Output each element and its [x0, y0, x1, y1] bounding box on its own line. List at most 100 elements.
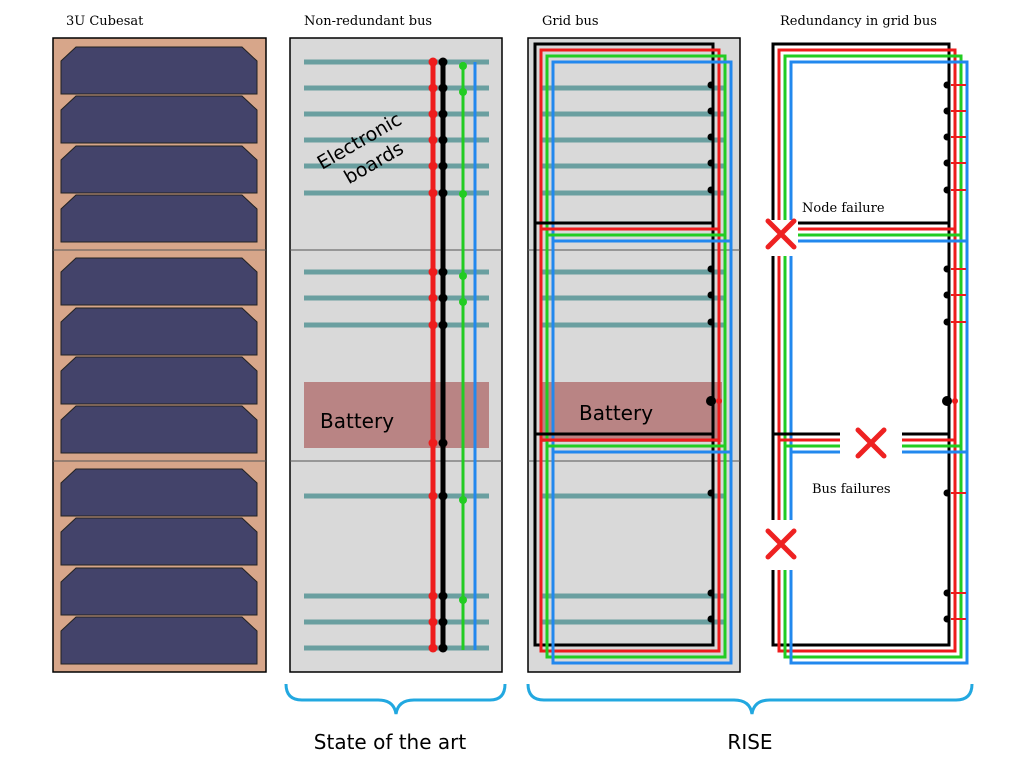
- solar-cell: [60, 468, 258, 517]
- battery-label-grid: Battery: [579, 401, 653, 425]
- redundant-node-dot: [943, 489, 951, 497]
- grid-node-dot: [707, 615, 715, 623]
- node-failure-x-icon: [765, 218, 797, 250]
- bus-connection-dots: [428, 57, 467, 653]
- connection-dot-black: [438, 320, 448, 330]
- title-redundancy-grid-bus: Redundancy in grid bus: [780, 14, 937, 29]
- redundant-node-dot: [943, 265, 951, 273]
- connection-dot-red: [428, 57, 438, 67]
- connection-dot-red: [428, 643, 438, 653]
- grid-loop-blue: [551, 60, 733, 665]
- title-grid-bus: Grid bus: [542, 14, 599, 29]
- solar-cell: [60, 46, 258, 95]
- connection-dot-red: [428, 617, 438, 627]
- redundant-node-dot: [943, 318, 951, 326]
- connection-dot-red: [428, 109, 438, 119]
- connection-dot-black: [438, 293, 448, 303]
- grid-node-dot: [707, 186, 715, 194]
- cubesat-panel: [52, 37, 267, 673]
- bus-failure-x-icon: [855, 427, 887, 459]
- connection-dot-red: [428, 83, 438, 93]
- battery-block-grid: [542, 382, 722, 442]
- connection-dot-black: [438, 188, 448, 198]
- redundant-node-dot: [943, 81, 951, 89]
- redundant-node-dot: [943, 589, 951, 597]
- connection-dot-green: [459, 88, 467, 96]
- solar-cells: [60, 46, 258, 665]
- connection-dot-black: [438, 491, 448, 501]
- connection-dot-green: [459, 496, 467, 504]
- solar-cell: [60, 405, 258, 454]
- electronic-boards: [542, 85, 724, 625]
- connection-dot-black: [438, 135, 448, 145]
- grid-node-dot: [707, 107, 715, 115]
- connection-dot-green: [459, 298, 467, 306]
- grid-node-dot: [707, 489, 715, 497]
- connection-dot-black: [438, 591, 448, 601]
- redundant-connection-dots: [942, 81, 966, 623]
- redundant-loop-red: [777, 48, 957, 653]
- redundant-node-dot: [943, 159, 951, 167]
- bus-failure-x-icon: [765, 528, 797, 560]
- grid-node-dot: [707, 291, 715, 299]
- connection-dot-black: [438, 643, 448, 653]
- solar-cell: [60, 356, 258, 405]
- redundant-node-dot: [943, 291, 951, 299]
- redundant-grid-lines: [768, 42, 969, 665]
- connection-dot-red: [428, 491, 438, 501]
- connection-dot-red: [428, 320, 438, 330]
- connection-dot-black: [438, 83, 448, 93]
- grid-node-dot: [707, 159, 715, 167]
- solar-cell: [60, 145, 258, 194]
- solar-cell: [60, 616, 258, 665]
- redundant-loop-green: [783, 54, 963, 659]
- connection-dot-green: [459, 596, 467, 604]
- redundancy-panel: Node failure Bus failures: [765, 42, 969, 665]
- solar-cell: [60, 517, 258, 566]
- brace-rise: [526, 683, 974, 715]
- grid-node-dot: [707, 265, 715, 273]
- connection-dot-red: [428, 135, 438, 145]
- connection-dot-black: [438, 438, 448, 448]
- grid-bus-panel: Battery: [527, 37, 741, 673]
- grid-node-dot: [707, 318, 715, 326]
- battery-node-dot: [706, 396, 716, 406]
- solar-cell: [60, 567, 258, 616]
- redundant-loop-black: [771, 42, 951, 647]
- connection-dot-black: [438, 267, 448, 277]
- battery-block-left: [304, 382, 489, 448]
- title-non-redundant-bus: Non-redundant bus: [304, 14, 432, 29]
- grid-node-dot: [707, 81, 715, 89]
- connection-dot-red: [428, 293, 438, 303]
- battery-label-left: Battery: [320, 409, 394, 433]
- redundant-battery-dot: [942, 396, 952, 406]
- group-label-rise: RISE: [727, 730, 772, 754]
- connection-dot-red: [428, 591, 438, 601]
- connection-dot-black: [438, 57, 448, 67]
- solar-cell: [60, 194, 258, 243]
- electronic-boards: [304, 59, 489, 651]
- non-redundant-panel: Electronic boards Battery: [289, 37, 503, 673]
- grid-node-dot: [707, 133, 715, 141]
- redundant-node-dot: [943, 133, 951, 141]
- connection-dot-green: [459, 62, 467, 70]
- solar-cell: [60, 95, 258, 144]
- redundant-node-dot: [943, 186, 951, 194]
- connection-dot-red: [428, 438, 438, 448]
- connection-dot-green: [459, 190, 467, 198]
- grid-loop-green: [545, 54, 727, 659]
- connection-dot-red: [428, 267, 438, 277]
- redundant-node-dot: [943, 615, 951, 623]
- grid-loop-black: [533, 42, 715, 647]
- redundant-battery-dot: [952, 398, 958, 404]
- node-failure-label: Node failure: [802, 201, 885, 216]
- bus-failures-label: Bus failures: [812, 482, 891, 497]
- group-label-state-of-art: State of the art: [314, 730, 467, 754]
- solar-cell: [60, 257, 258, 306]
- connection-dot-black: [438, 109, 448, 119]
- grid-node-dot: [707, 589, 715, 597]
- grid-loop-red: [539, 48, 721, 653]
- redundant-loop-blue: [789, 60, 969, 665]
